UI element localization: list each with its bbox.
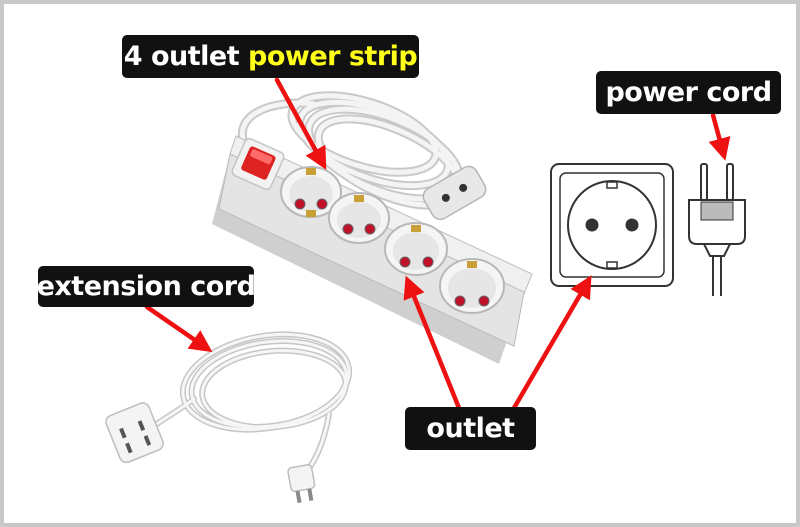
arrow-outlet-strip [403,275,462,411]
strip-socket-1 [280,166,342,218]
label-power-strip-highlight: power strip [248,41,418,72]
power-strip-plug [422,165,487,221]
extension-cord-plug [287,464,316,504]
label-extension-cord: extension cord [37,266,256,307]
arrow-power-cord [708,112,731,161]
extension-cord [141,331,353,477]
label-power-cord: power cord [596,71,781,114]
arrow-power-strip [274,77,327,170]
label-power-strip-prefix: 4 outlet [123,41,249,72]
wall-outlet [550,163,674,287]
illustration [105,77,746,504]
plug [688,163,746,296]
label-power-strip: 4 outlet power strip [122,35,419,78]
arrow-extension-cord [144,304,213,353]
extension-cord-socket [105,402,164,464]
pointer-arrows [144,77,731,411]
arrow-outlet-wall [511,275,592,411]
strip-socket-4 [439,258,505,314]
power-switch [231,138,285,190]
strip-socket-2 [328,192,390,244]
strip-socket-3 [384,222,448,276]
label-outlet: outlet [405,407,536,450]
